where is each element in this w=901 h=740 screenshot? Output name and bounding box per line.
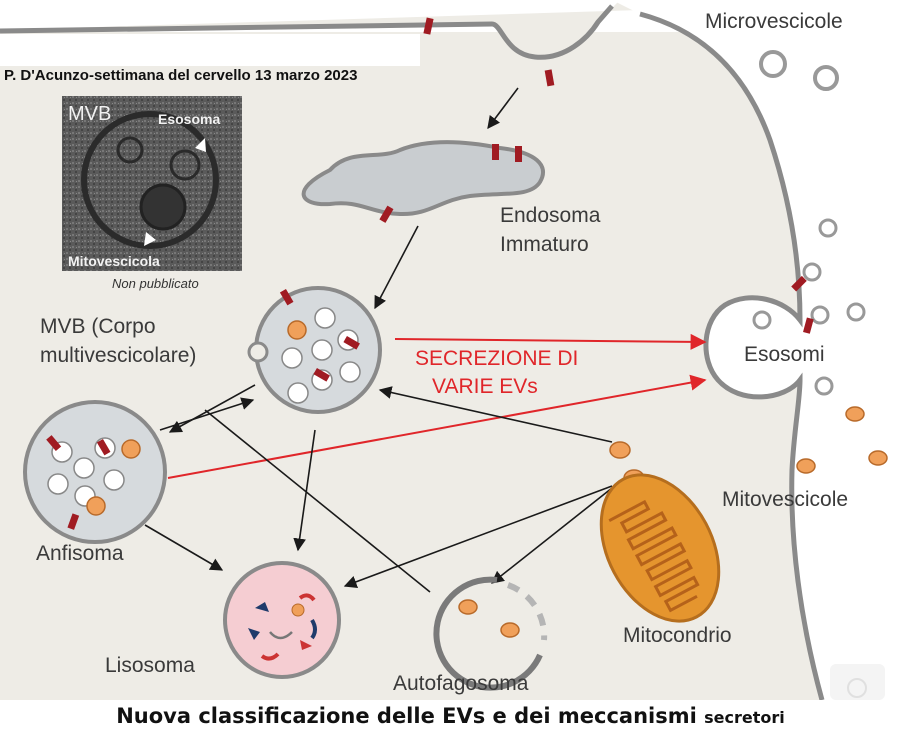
label-lysosome: Lisosoma [105, 654, 195, 677]
label-autophagosome: Autofagosoma [393, 672, 529, 695]
caption-main: Nuova classificazione delle EVs e dei me… [116, 704, 697, 728]
arrow-line-to-autophagosome [204, 409, 431, 593]
autophagosome-organelle [433, 576, 548, 691]
exosome [752, 310, 772, 330]
em-vesicle [116, 136, 144, 164]
arrow-endosome-to-mvb [374, 225, 419, 310]
mitovesicle [796, 458, 816, 474]
figure-caption: Nuova classificazione delle EVs e dei me… [0, 704, 901, 728]
label-mvb-1: MVB (Corpo [40, 315, 156, 338]
caption-tail: secretori [704, 708, 785, 727]
exosome [818, 218, 838, 238]
exosome [846, 302, 866, 322]
early-endosome [301, 140, 546, 217]
arrow-membrane-to-endosome [487, 87, 519, 130]
em-photo: MVB Esosoma Mitovescicola [62, 96, 242, 271]
extracellular-space [612, 0, 901, 700]
label-microvesicles: Microvescicole [705, 10, 843, 33]
amphisome-organelle [23, 400, 167, 544]
arrow-amphisome-to-lysosome [144, 524, 224, 571]
plasma-membrane [0, 4, 614, 60]
microvesicle [759, 50, 787, 78]
label-secretion-2: VARIE EVs [432, 375, 538, 398]
credit-line: P. D'Acunzo-settimana del cervello 13 ma… [4, 67, 357, 84]
info-icon [847, 678, 867, 698]
receptor-marker [492, 144, 499, 160]
label-exosomes: Esosomi [744, 343, 825, 366]
microvesicle [813, 65, 839, 91]
exosome [814, 376, 834, 396]
receptor-marker [423, 17, 434, 35]
label-secretion-1: SECREZIONE DI [415, 347, 578, 370]
mitovesicle [845, 406, 865, 422]
ev-diagram: Microvescicole P. D'Acunzo-settimana del… [0, 0, 901, 701]
receptor-marker [791, 275, 807, 292]
arrow-mito-to-mvb [378, 386, 613, 443]
photo-note: Non pubblicato [112, 276, 199, 291]
plasma-membrane-right [639, 11, 825, 701]
label-early-endosome-1: Endosoma [500, 204, 601, 227]
mitochondrion [599, 441, 721, 623]
label-mvb-2: multivescicolare) [40, 344, 196, 367]
receptor-marker [515, 146, 522, 162]
label-amphisome: Anfisoma [36, 542, 124, 565]
em-exosome [169, 149, 201, 181]
lysosome-organelle [223, 561, 341, 679]
mitovesicle [868, 450, 888, 466]
arrow-mito-to-autophagosome [490, 487, 613, 584]
credit-backdrop [0, 34, 420, 66]
exosome-pointer [195, 138, 206, 152]
arrow-mvb-to-amphisome [168, 384, 256, 433]
photo-exosome-label: Esosoma [158, 111, 220, 127]
label-mitochondrion: Mitocondrio [623, 624, 732, 647]
mitovesicle-pointer [144, 232, 156, 246]
arrow-amphisome-secretion [167, 374, 707, 479]
exosome [810, 305, 830, 325]
em-mitovesicle [139, 183, 187, 231]
em-mvb-outline [81, 111, 219, 249]
receptor-marker [803, 317, 814, 334]
photo-mitovesicle-label: Mitovescicola [68, 253, 160, 269]
label-early-endosome-2: Immaturo [500, 233, 589, 256]
exosome [802, 262, 822, 282]
arrow-mvb-to-lysosome [293, 429, 316, 552]
receptor-marker [379, 205, 394, 223]
arrow-amphisome-to-mvb [159, 397, 255, 431]
corner-overlay [830, 664, 885, 700]
receptor-marker [544, 69, 555, 87]
arrow-mito-to-lysosome [343, 485, 613, 588]
mvb-organelle [247, 286, 382, 414]
label-mitovesicles: Mitovescicole [722, 488, 848, 511]
photo-tag: MVB [68, 103, 111, 125]
arrow-mvb-secretion [394, 333, 707, 350]
